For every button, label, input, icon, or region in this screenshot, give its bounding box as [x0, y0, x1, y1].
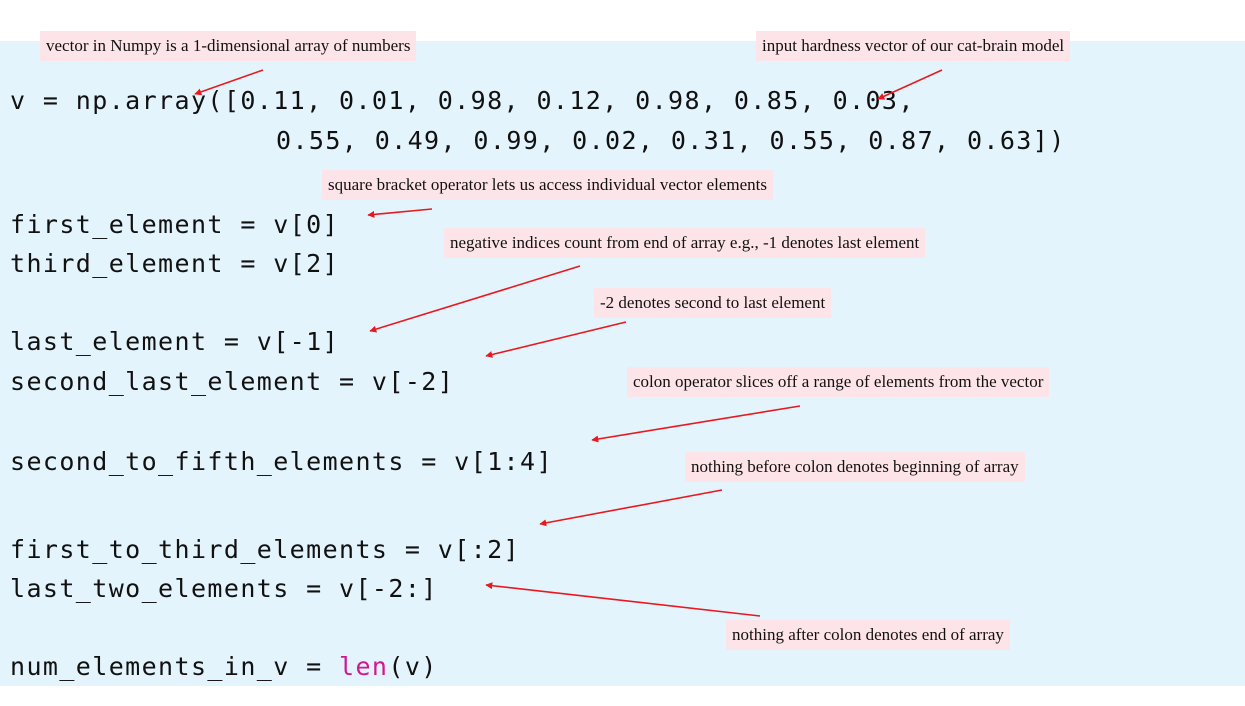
note-colon-slice: colon operator slices off a range of ele…	[627, 367, 1050, 397]
code-num-suffix: (v)	[388, 652, 438, 681]
note-square-bracket: square bracket operator lets us access i…	[322, 170, 773, 200]
code-line-third-element: third_element = v[2]	[10, 249, 340, 278]
note-hardness-vector: input hardness vector of our cat-brain m…	[756, 31, 1071, 61]
code-line-last-element: last_element = v[-1]	[10, 327, 340, 356]
code-num-prefix: num_elements_in_v =	[10, 652, 340, 681]
code-line-last-two: last_two_elements = v[-2:]	[10, 574, 438, 603]
code-line-first-to-third: first_to_third_elements = v[:2]	[10, 535, 520, 564]
code-line-first-element: first_element = v[0]	[10, 210, 340, 239]
code-line-array-start: v = np.array([0.11, 0.01, 0.98, 0.12, 0.…	[10, 86, 915, 115]
note-nothing-after: nothing after colon denotes end of array	[726, 620, 1010, 650]
code-line-num-elements: num_elements_in_v = len(v)	[10, 652, 438, 682]
note-numpy-vector: vector in Numpy is a 1-dimensional array…	[40, 31, 417, 61]
len-keyword: len	[339, 652, 389, 681]
code-line-array-end: 0.55, 0.49, 0.99, 0.02, 0.31, 0.55, 0.87…	[276, 126, 1066, 155]
code-line-second-to-fifth: second_to_fifth_elements = v[1:4]	[10, 447, 553, 476]
note-minus-two: -2 denotes second to last element	[594, 288, 832, 318]
code-panel	[0, 41, 1245, 686]
note-negative-indices: negative indices count from end of array…	[444, 228, 926, 258]
code-line-second-last-element: second_last_element = v[-2]	[10, 367, 455, 396]
note-nothing-before: nothing before colon denotes beginning o…	[685, 452, 1025, 482]
